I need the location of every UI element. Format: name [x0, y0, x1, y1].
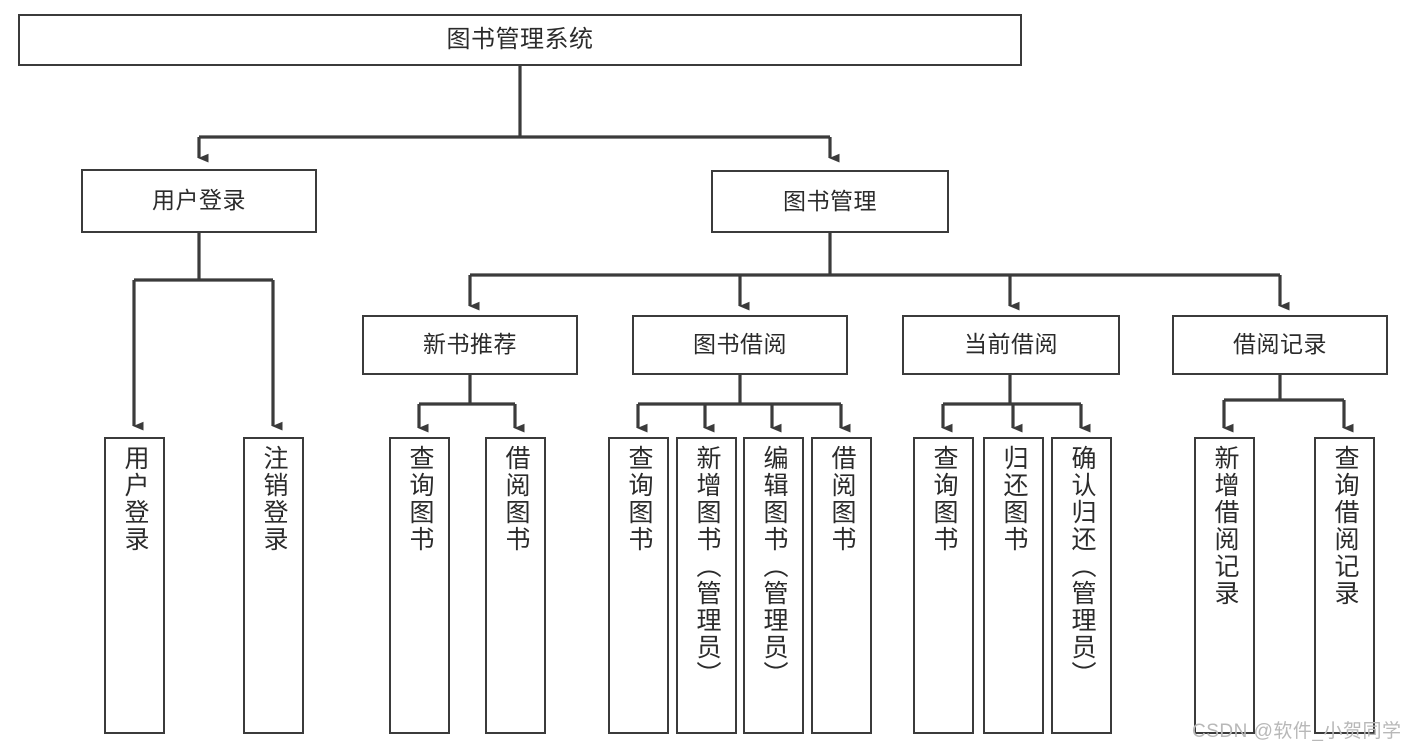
node-user-login[interactable]: 用户登录	[81, 169, 317, 233]
node-label: 归还图书	[1000, 445, 1028, 553]
node-book-management[interactable]: 图书管理	[711, 170, 949, 233]
node-leaf-borrow-book-1[interactable]: 借阅图书	[485, 437, 546, 734]
node-label: 用户登录	[121, 445, 149, 553]
node-label: 确认归还（管理员）	[1068, 445, 1096, 688]
node-label: 查询图书	[930, 445, 958, 553]
node-leaf-query-book-3[interactable]: 查询图书	[913, 437, 974, 734]
node-root-system[interactable]: 图书管理系统	[18, 14, 1022, 66]
node-label: 查询图书	[625, 445, 653, 553]
node-label: 注销登录	[260, 445, 288, 553]
node-label: 图书管理	[783, 187, 877, 214]
node-leaf-logout-login[interactable]: 注销登录	[243, 437, 304, 734]
node-label: 编辑图书（管理员）	[760, 445, 788, 688]
node-label: 新增图书（管理员）	[693, 445, 721, 688]
node-leaf-return-book[interactable]: 归还图书	[983, 437, 1044, 734]
node-leaf-query-book-2[interactable]: 查询图书	[608, 437, 669, 734]
node-leaf-user-login[interactable]: 用户登录	[104, 437, 165, 734]
node-label: 新增借阅记录	[1211, 445, 1239, 607]
node-book-borrow[interactable]: 图书借阅	[632, 315, 848, 375]
node-leaf-add-book-admin[interactable]: 新增图书（管理员）	[676, 437, 737, 734]
node-label: 查询借阅记录	[1331, 445, 1359, 607]
node-leaf-edit-book-admin[interactable]: 编辑图书（管理员）	[743, 437, 804, 734]
node-label: 借阅记录	[1233, 331, 1327, 358]
node-label: 图书管理系统	[446, 25, 594, 53]
node-label: 当前借阅	[964, 331, 1058, 358]
node-current-borrow[interactable]: 当前借阅	[902, 315, 1120, 375]
node-label: 用户登录	[152, 187, 246, 214]
node-leaf-query-book-1[interactable]: 查询图书	[389, 437, 450, 734]
node-leaf-confirm-return-admin[interactable]: 确认归还（管理员）	[1051, 437, 1112, 734]
csdn-watermark: CSDN @软件_小贺同学	[1192, 721, 1402, 742]
node-leaf-query-borrow-record[interactable]: 查询借阅记录	[1314, 437, 1375, 734]
node-label: 借阅图书	[828, 445, 856, 553]
node-borrow-record[interactable]: 借阅记录	[1172, 315, 1388, 375]
node-label: 图书借阅	[693, 331, 787, 358]
node-new-book-recommend[interactable]: 新书推荐	[362, 315, 578, 375]
node-leaf-borrow-book-2[interactable]: 借阅图书	[811, 437, 872, 734]
node-label: 借阅图书	[502, 445, 530, 553]
node-label: 新书推荐	[423, 331, 517, 358]
node-label: 查询图书	[406, 445, 434, 553]
node-leaf-add-borrow-record[interactable]: 新增借阅记录	[1194, 437, 1255, 734]
